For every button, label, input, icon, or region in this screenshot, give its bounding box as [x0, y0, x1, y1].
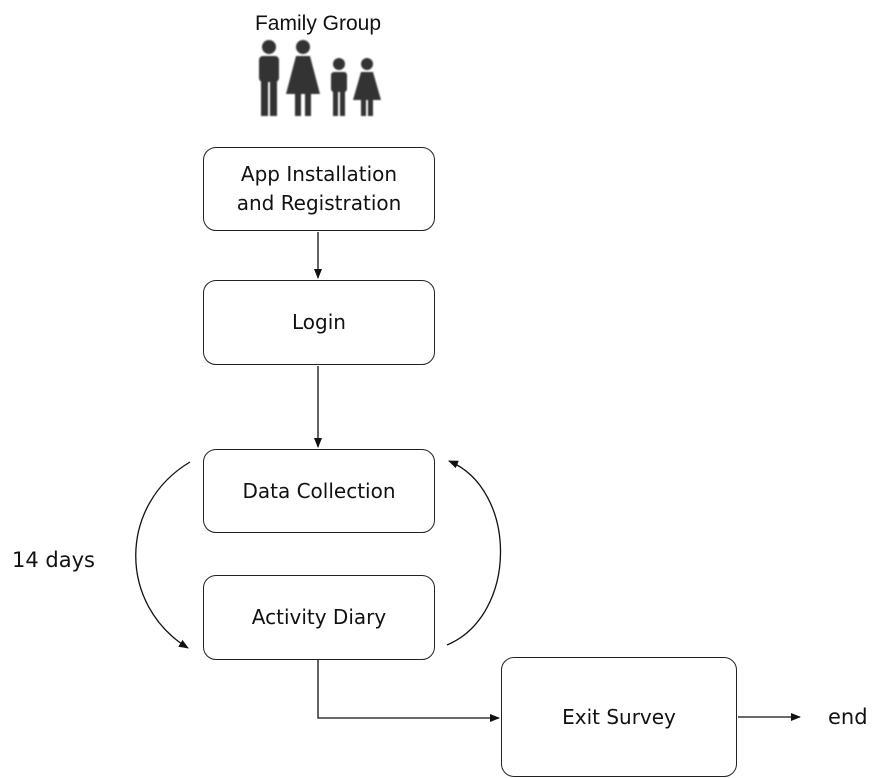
end-label: end [828, 705, 868, 729]
arrow-loop-right [446, 460, 502, 646]
step-login: Login [203, 280, 435, 365]
step-app-installation: App Installation and Registration [203, 147, 435, 231]
step-activity-diary-label: Activity Diary [251, 605, 387, 629]
step-data-collection: Data Collection [203, 449, 435, 533]
diagram-title: Family Group [254, 12, 382, 35]
step-data-collection-label: Data Collection [242, 478, 396, 503]
loop-duration-label: 14 days [12, 548, 95, 572]
step-exit-survey: Exit Survey [501, 657, 737, 777]
arrow-loop-left [135, 461, 191, 649]
arrow-diary-to-exit [317, 660, 500, 722]
step-exit-survey-label: Exit Survey [562, 704, 676, 729]
family-group-icon [259, 40, 381, 116]
step-login-label: Login [292, 310, 346, 334]
step-activity-diary: Activity Diary [203, 575, 435, 660]
step-app-installation-label: App Installation and Registration [236, 162, 402, 215]
